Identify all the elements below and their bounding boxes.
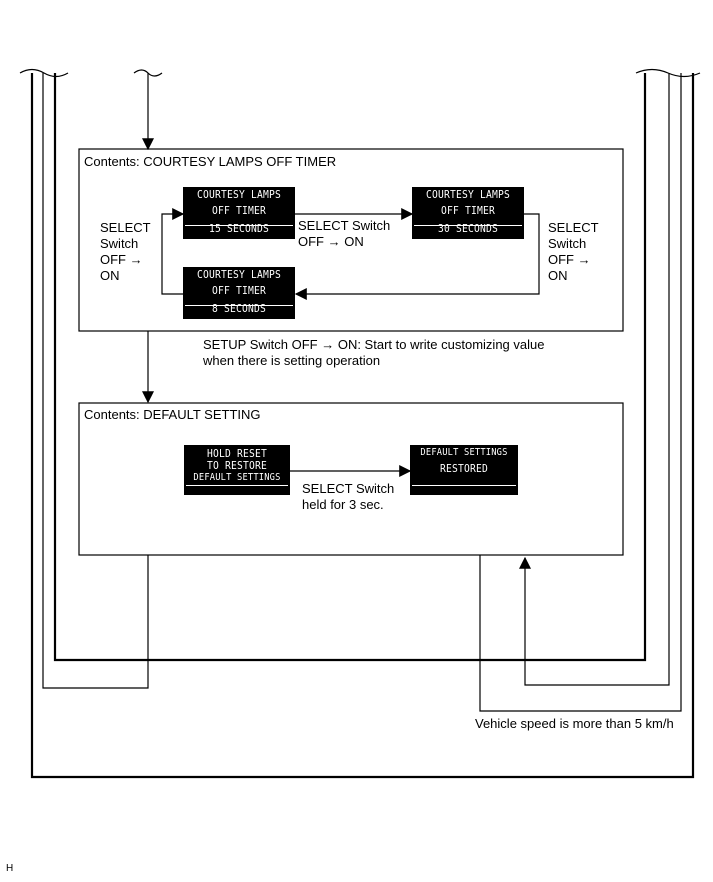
lcd-line: HOLD RESET xyxy=(206,448,268,460)
lcd-line: DEFAULT SETTINGS xyxy=(193,472,281,483)
label-line: OFF → ON xyxy=(298,234,364,249)
lcd-divider xyxy=(414,225,522,226)
default-setting-box xyxy=(78,402,624,556)
lcd-screen-hold-reset: HOLD RESET TO RESTORE DEFAULT SETTINGS xyxy=(184,445,290,495)
note-line: when there is setting operation xyxy=(203,353,381,368)
note-line: SETUP Switch OFF → ON: Start to write cu… xyxy=(203,337,545,352)
label-line: SELECT Switch xyxy=(298,218,391,233)
lcd-line: RESTORED xyxy=(439,463,489,475)
lcd-line: 15 SECONDS xyxy=(208,223,270,235)
lcd-line: COURTESY LAMPS xyxy=(196,269,282,281)
label-line: held for 3 sec. xyxy=(302,497,384,512)
setup-note: SETUP Switch OFF → ON: Start to write cu… xyxy=(203,337,544,369)
courtesy-lamps-title: Contents: COURTESY LAMPS OFF TIMER xyxy=(84,154,337,169)
label-line: OFF → xyxy=(100,252,143,267)
lcd-line: TO RESTORE xyxy=(206,460,268,472)
lcd-line: COURTESY LAMPS xyxy=(425,189,511,201)
lcd-screen-30-seconds: COURTESY LAMPS OFF TIMER 30 SECONDS xyxy=(412,187,524,239)
lcd-divider xyxy=(185,305,293,306)
arrow-30-to-8 xyxy=(294,213,540,300)
default-setting-title: Contents: DEFAULT SETTING xyxy=(84,407,261,422)
courtesy-lamps-box xyxy=(78,148,624,332)
lcd-line: DEFAULT SETTINGS xyxy=(420,447,508,458)
label-line: SELECT xyxy=(100,220,151,235)
lcd-line: 30 SECONDS xyxy=(437,223,499,235)
label-line: SELECT Switch xyxy=(302,481,395,496)
lcd-line: 8 SECONDS xyxy=(211,303,266,315)
label-line: Switch xyxy=(548,236,587,251)
break-mark-right xyxy=(635,68,701,78)
select-label-right: SELECT Switch OFF → ON xyxy=(548,220,599,284)
label-line: ON xyxy=(100,268,120,283)
lcd-screen-restored: DEFAULT SETTINGS RESTORED xyxy=(410,445,518,495)
return-line-left xyxy=(42,73,149,689)
outer-loop-line xyxy=(30,73,695,779)
label-line: Switch xyxy=(100,236,139,251)
inner-loop-line xyxy=(53,73,647,662)
lcd-screen-8-seconds: COURTESY LAMPS OFF TIMER 8 SECONDS xyxy=(183,267,295,319)
speed-return-line xyxy=(519,73,670,686)
speed-exit-line xyxy=(479,73,682,712)
lcd-line: OFF TIMER xyxy=(211,205,266,217)
lcd-line: COURTESY LAMPS xyxy=(196,189,282,201)
select-hold-label: SELECT Switch held for 3 sec. xyxy=(302,481,394,513)
arrow-8-to-15 xyxy=(161,208,185,295)
lcd-screen-15-seconds: COURTESY LAMPS OFF TIMER 15 SECONDS xyxy=(183,187,295,239)
break-mark-left xyxy=(19,68,69,78)
select-label-left: SELECT Switch OFF → ON xyxy=(100,220,151,284)
label-line: OFF → xyxy=(548,252,591,267)
lcd-divider xyxy=(185,225,293,226)
label-line: ON xyxy=(548,268,568,283)
lcd-divider xyxy=(412,485,516,486)
lcd-divider xyxy=(186,485,288,486)
lcd-line: OFF TIMER xyxy=(211,285,266,297)
corner-mark: H xyxy=(6,863,14,874)
select-label-middle: SELECT Switch OFF → ON xyxy=(298,218,390,250)
label-line: SELECT xyxy=(548,220,599,235)
vehicle-speed-note: Vehicle speed is more than 5 km/h xyxy=(475,716,674,731)
lcd-line: OFF TIMER xyxy=(440,205,495,217)
